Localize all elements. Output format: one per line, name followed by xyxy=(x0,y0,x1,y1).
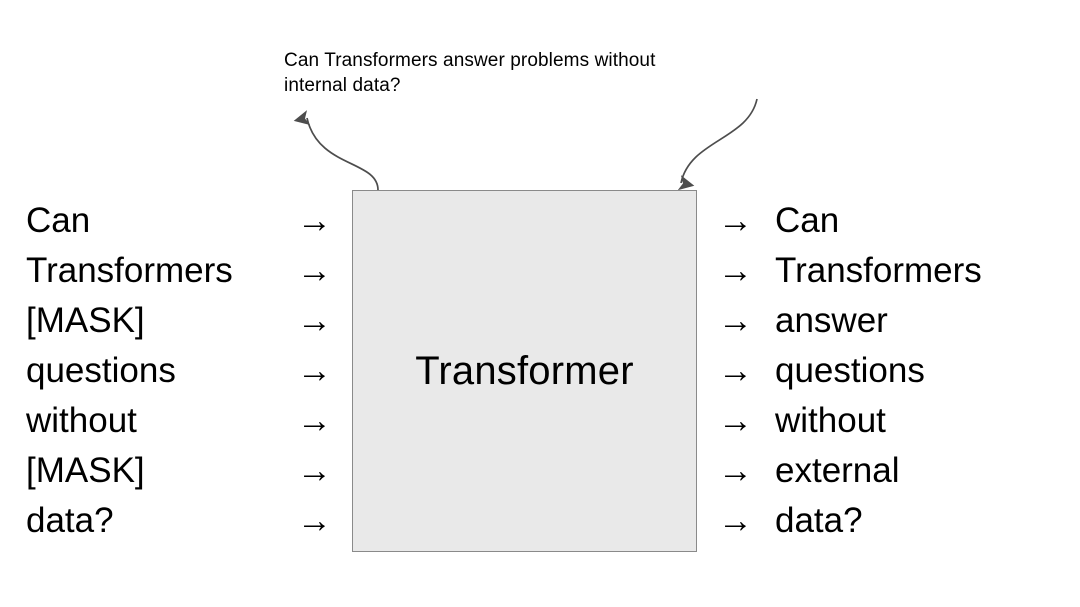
output-token-row: → without xyxy=(718,396,1068,446)
right-arrow-icon: → xyxy=(297,251,332,290)
input-token-row: Transformers → xyxy=(26,246,332,296)
output-token-label: data? xyxy=(775,501,863,540)
right-arrow-icon: → xyxy=(718,201,753,240)
input-token-row: [MASK] → xyxy=(26,446,332,496)
transformer-block: Transformer xyxy=(352,190,697,552)
right-arrow-icon: → xyxy=(297,201,332,240)
right-arrow-icon: → xyxy=(718,501,753,540)
input-token-label: questions xyxy=(26,351,176,390)
input-token-row: [MASK] → xyxy=(26,296,332,346)
output-token-row: → Transformers xyxy=(718,246,1068,296)
right-arrow-icon: → xyxy=(718,401,753,440)
right-arrow-icon: → xyxy=(297,451,332,490)
right-arrow-icon: → xyxy=(718,251,753,290)
annotation-caption: Can Transformers answer problems without… xyxy=(284,50,656,96)
output-token-label: Transformers xyxy=(775,251,982,290)
input-token-row: Can → xyxy=(26,196,332,246)
output-token-row: → questions xyxy=(718,346,1068,396)
output-token-row: → answer xyxy=(718,296,1068,346)
transformer-block-label: Transformer xyxy=(415,349,634,393)
output-token-label: answer xyxy=(775,301,888,340)
input-token-label: [MASK] xyxy=(26,451,145,490)
annotation-arrow-right xyxy=(677,98,758,191)
input-token-label: [MASK] xyxy=(26,301,145,340)
output-token-label: external xyxy=(775,451,900,490)
output-token-column: → Can → Transformers → answer → question… xyxy=(718,196,1068,546)
input-token-label: Can xyxy=(26,201,91,240)
right-arrow-icon: → xyxy=(297,501,332,540)
right-arrow-icon: → xyxy=(297,401,332,440)
input-token-label: without xyxy=(26,401,137,440)
input-token-row: questions → xyxy=(26,346,332,396)
right-arrow-icon: → xyxy=(297,301,332,340)
output-token-row: → Can xyxy=(718,196,1068,246)
right-arrow-icon: → xyxy=(718,451,753,490)
right-arrow-icon: → xyxy=(718,351,753,390)
output-token-row: → external xyxy=(718,446,1068,496)
input-token-row: data? → xyxy=(26,496,332,546)
input-token-column: Can → Transformers → [MASK] → questions … xyxy=(26,196,332,546)
annotation-arrow-left xyxy=(293,110,379,191)
output-token-label: without xyxy=(775,401,886,440)
right-arrow-icon: → xyxy=(718,301,753,340)
input-token-row: without → xyxy=(26,396,332,446)
right-arrow-icon: → xyxy=(297,351,332,390)
output-token-row: → data? xyxy=(718,496,1068,546)
input-token-label: data? xyxy=(26,501,114,540)
output-token-label: Can xyxy=(775,201,840,240)
input-token-label: Transformers xyxy=(26,251,233,290)
output-token-label: questions xyxy=(775,351,925,390)
